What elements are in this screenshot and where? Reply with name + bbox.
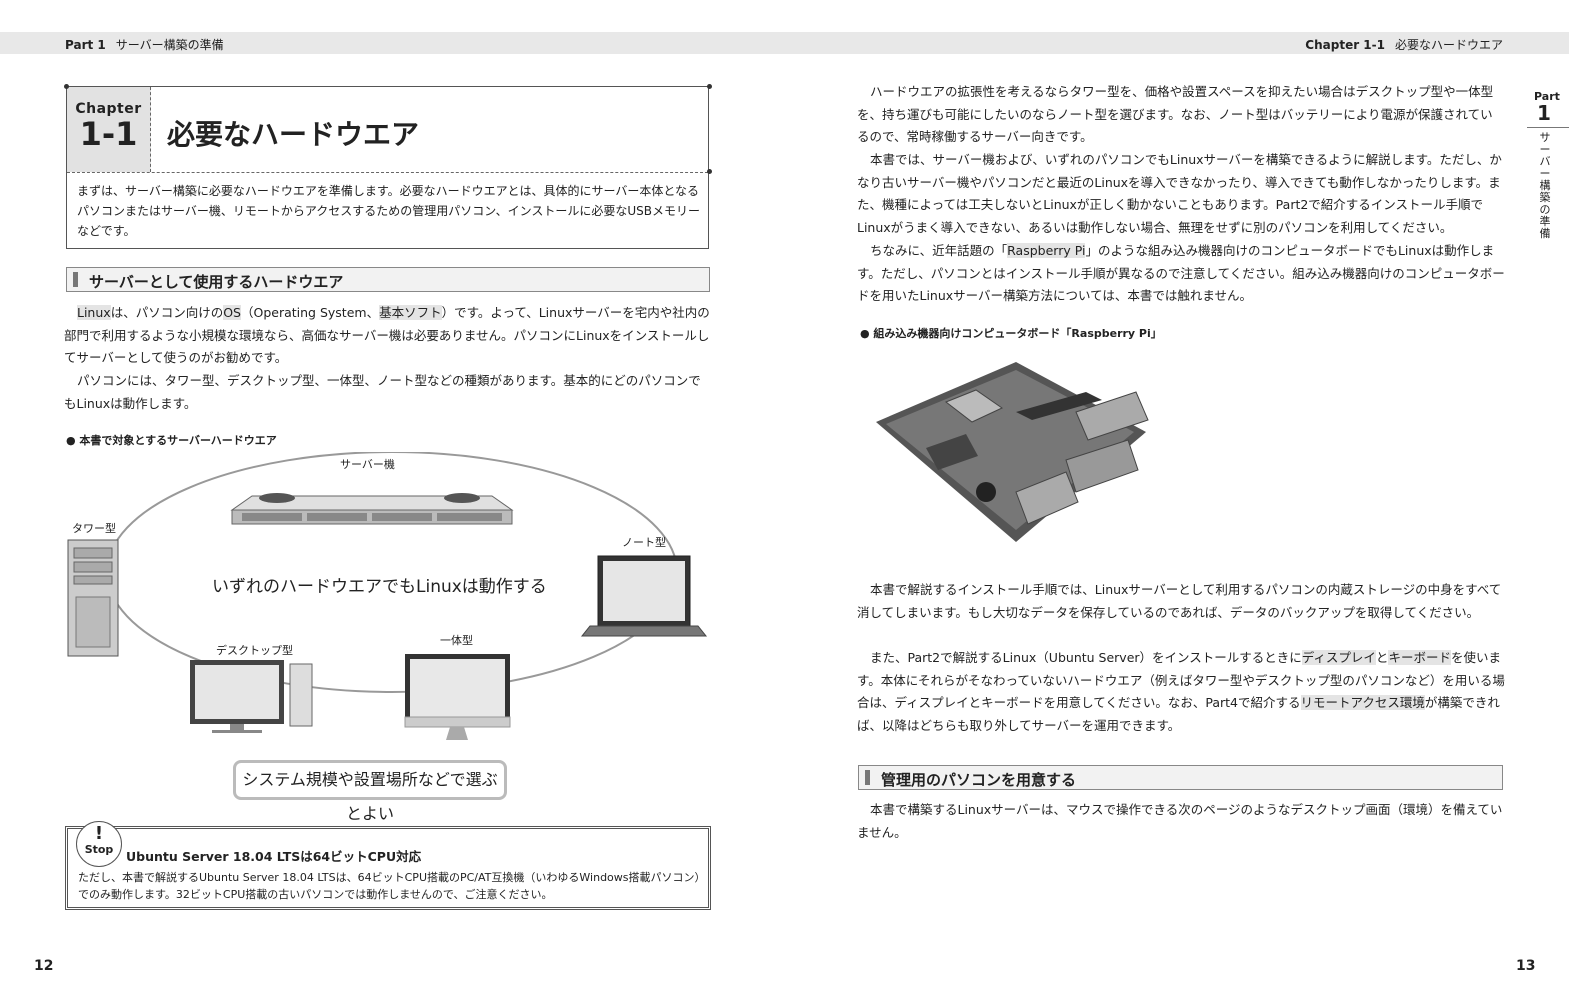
raspberry-pi-photo bbox=[876, 362, 1149, 542]
page-number-right: 13 bbox=[1516, 958, 1536, 974]
body-paragraph: 本書では、サーバー機および、いずれのパソコンでもLinuxサーバーを構築できるよ… bbox=[857, 152, 1502, 235]
chapter-label: Chapter bbox=[75, 101, 142, 117]
chapter-divider bbox=[67, 172, 708, 173]
body-paragraph: また、Part2で解説するLinux（Ubuntu Server）をインストール… bbox=[857, 650, 1505, 733]
body-paragraph: パソコンには、タワー型、デスクトップ型、一体型、ノート型などの種類があります。基… bbox=[64, 373, 701, 411]
chapter-title: 必要なハードウエア bbox=[167, 118, 420, 151]
section-heading-text: 管理用のパソコンを用意する bbox=[881, 771, 1077, 789]
server-image bbox=[230, 493, 514, 525]
body-paragraph: Linuxは、パソコン向けのOS（Operating System、基本ソフト）… bbox=[64, 305, 710, 366]
tower-label: タワー型 bbox=[72, 522, 116, 535]
side-tab-part: Part bbox=[1534, 90, 1560, 103]
body-paragraph: ハードウエアの拡張性を考えるならタワー型を、価格や設置スペースを抑えたい場合はデ… bbox=[857, 84, 1494, 145]
hardware-diagram: サーバー機 タワー型 ノート型 デスクトップ型 一体型 いずれのハードウエアでも… bbox=[62, 452, 712, 823]
corner-dot bbox=[64, 84, 69, 89]
server-label: サーバー機 bbox=[340, 458, 395, 471]
laptop-label: ノート型 bbox=[622, 536, 666, 549]
chapter-box: Chapter 1-1 必要なハードウエア まずは、サーバー構築に必要なハードウ… bbox=[66, 86, 709, 249]
running-header-bar bbox=[0, 32, 1569, 54]
body-paragraph: 本書で構築するLinuxサーバーは、マウスで操作できる次のページのようなデスクト… bbox=[857, 802, 1503, 840]
chapter-number: 1-1 bbox=[79, 115, 138, 153]
section-heading: 管理用のパソコンを用意する bbox=[858, 765, 1503, 790]
chapter-intro: まずは、サーバー構築に必要なハードウエアを準備します。必要なハードウエアとは、具… bbox=[77, 184, 700, 238]
diagram-bottom-callout: システム規模や設置場所などで選ぶとよい bbox=[233, 760, 507, 823]
diagram-art bbox=[67, 452, 708, 740]
heading-bar bbox=[73, 272, 78, 287]
section-heading-text: サーバーとして使用するハードウエア bbox=[89, 273, 344, 291]
stop-title: Ubuntu Server 18.04 LTSは64ビットCPU対応 bbox=[126, 849, 422, 864]
tower-image bbox=[67, 539, 119, 657]
side-tab-rule bbox=[1527, 127, 1569, 128]
stop-note-box: ! Stop Ubuntu Server 18.04 LTSは64ビットCPU対… bbox=[65, 821, 711, 910]
body-paragraph: 本書で解説するインストール手順では、Linuxサーバーとして利用するパソコンの内… bbox=[857, 582, 1502, 620]
figure-caption: ● 本書で対象とするサーバーハードウエア bbox=[66, 434, 277, 447]
heading-bar bbox=[865, 770, 870, 785]
diagram-center-text: いずれのハードウエアでもLinuxは動作する bbox=[212, 577, 547, 597]
all-in-one-image bbox=[404, 654, 511, 740]
laptop-image bbox=[580, 555, 708, 637]
side-tab-text: サーバー構築の準備 bbox=[1539, 131, 1551, 240]
desktop-image bbox=[190, 660, 313, 733]
desktop-label: デスクトップ型 bbox=[216, 644, 293, 657]
chapter-tab: Chapter 1-1 bbox=[67, 87, 151, 172]
corner-dot bbox=[707, 169, 712, 174]
corner-dot bbox=[707, 84, 712, 89]
stop-icon: ! Stop bbox=[76, 821, 122, 867]
side-tab-number: 1 bbox=[1537, 101, 1551, 125]
page-number-left: 12 bbox=[34, 958, 54, 974]
all-in-one-label: 一体型 bbox=[440, 634, 473, 647]
stop-text: ただし、本書で解説するUbuntu Server 18.04 LTSは、64ビッ… bbox=[78, 871, 701, 901]
body-paragraph: ちなみに、近年話題の「Raspberry Pi」のような組み込み機器向けのコンピ… bbox=[857, 243, 1505, 304]
section-heading: サーバーとして使用するハードウエア bbox=[66, 267, 710, 292]
figure-caption: ● 組み込み機器向けコンピュータボード「Raspberry Pi」 bbox=[860, 327, 1162, 340]
